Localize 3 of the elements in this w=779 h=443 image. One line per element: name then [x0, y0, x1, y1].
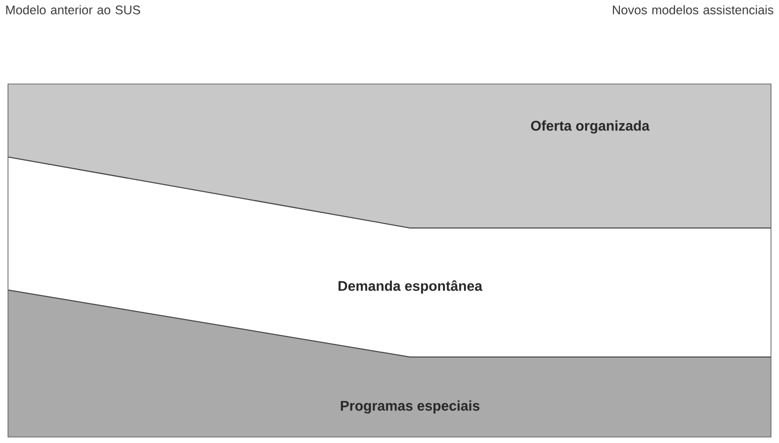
band-upper: Oferta organizada	[8, 84, 771, 228]
header-label: Modelo anterior ao SUS	[6, 5, 140, 14]
header-label: Novos modelos assistenciais	[612, 5, 774, 14]
